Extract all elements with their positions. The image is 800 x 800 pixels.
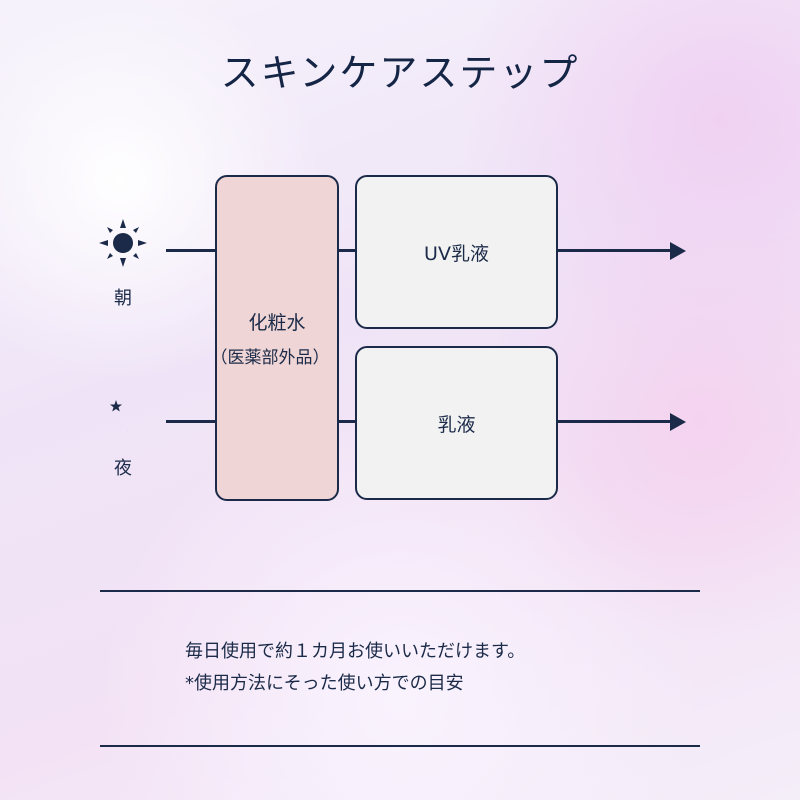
step-uv-milk: UV乳液 (355, 175, 558, 329)
night-connector (166, 420, 216, 423)
morning-connector (166, 249, 216, 252)
usage-note-footnote: *使用方法にそった使い方での目安 (185, 673, 464, 694)
night-label: 夜 (114, 458, 132, 479)
step-milk-name: 乳液 (437, 413, 476, 436)
arrow-right-icon (670, 413, 686, 431)
usage-note-line: 毎日使用で約１カ月お使いいただけます。 (185, 641, 526, 662)
step-uv-milk-name: UV乳液 (424, 242, 489, 265)
arrow-right-icon (670, 242, 686, 260)
night-connector (338, 420, 356, 423)
morning-connector (338, 249, 356, 252)
morning-label: 朝 (114, 288, 132, 309)
morning-connector (557, 249, 672, 252)
page-title: スキンケアステップ (220, 51, 580, 95)
usage-note: 毎日使用で約１カ月お使いいただけます。 *使用方法にそった使い方での目安 (185, 636, 525, 700)
sun-icon (99, 219, 147, 267)
night-connector (557, 420, 672, 423)
step-toner-name: 化粧水 (248, 312, 306, 334)
step-toner-note: （医薬部外品） (210, 348, 330, 368)
divider (100, 590, 700, 592)
step-milk: 乳液 (355, 346, 558, 500)
step-toner: 化粧水 （医薬部外品） (211, 175, 339, 501)
divider (100, 745, 700, 747)
moon-star-icon (106, 400, 138, 433)
